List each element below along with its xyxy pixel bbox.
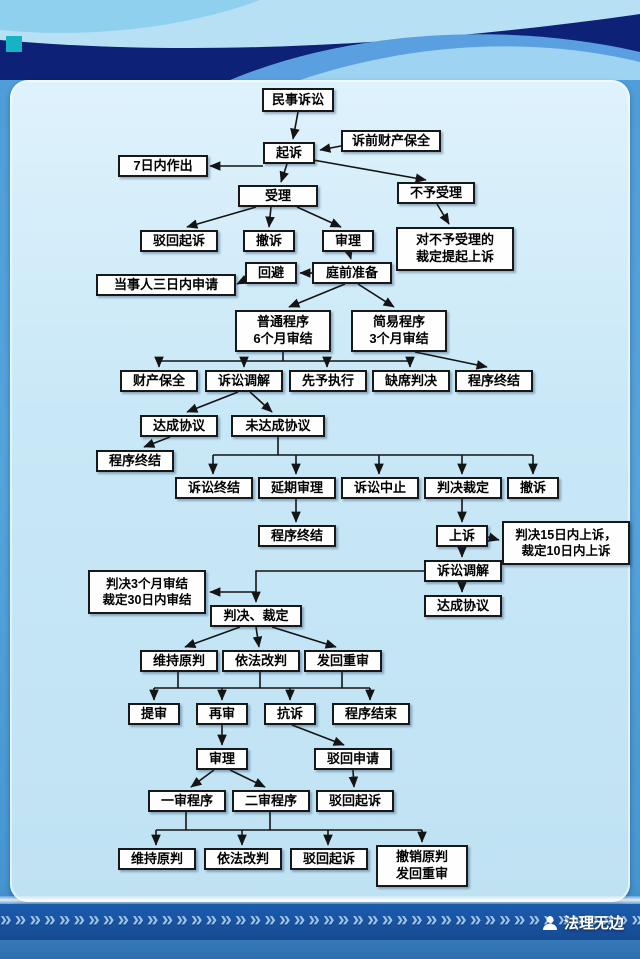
node-agreement-reached-2: 达成协议 (424, 595, 502, 617)
node-party-apply-3-days: 当事人三日内申请 (96, 274, 236, 296)
node-protest: 抗诉 (264, 703, 316, 725)
watermark-text: 法理无边 (563, 915, 624, 932)
node-dismiss-application: 驳回申请 (314, 748, 392, 770)
node-procedure-end-1: 程序终结 (455, 370, 533, 392)
node-uphold-original-1: 维持原判 (140, 650, 218, 672)
node-dismiss-lawsuit-1: 驳回起诉 (140, 230, 218, 252)
node-judgment-ruling-1: 判决裁定 (424, 477, 502, 499)
node-second-instance: 二审程序 (232, 790, 310, 812)
node-judgment-ruling-2: 判决、裁定 (210, 605, 302, 627)
node-ordinary-procedure: 普通程序 6个月审结 (235, 310, 331, 352)
node-no-agreement: 未达成协议 (231, 415, 325, 437)
node-bring-up-trial: 提审 (128, 703, 180, 725)
node-withdraw-lawsuit-1: 撤诉 (243, 230, 295, 252)
node-pre-litigation-preservation: 诉前财产保全 (341, 130, 441, 152)
person-icon (542, 915, 557, 930)
node-dismiss-lawsuit-3: 驳回起诉 (290, 848, 368, 870)
node-procedure-end-3: 程序终结 (258, 525, 336, 547)
node-recusal: 回避 (245, 262, 297, 284)
node-litigation-mediation-1: 诉讼调解 (205, 370, 283, 392)
node-judgment-time-limits: 判决3个月审结 裁定30日内审结 (88, 570, 206, 614)
node-pretrial-preparation: 庭前准备 (312, 262, 392, 284)
node-procedure-finished: 程序结束 (332, 703, 410, 725)
banner-graphic (0, 0, 640, 80)
header-banner (0, 0, 640, 80)
node-appeal-non-acceptance: 对不予受理的 裁定提起上诉 (396, 227, 514, 271)
node-accept-case: 受理 (238, 185, 318, 207)
node-litigation-mediation-2: 诉讼调解 (424, 560, 502, 582)
node-litigation-suspended: 诉讼中止 (341, 477, 419, 499)
node-amend-judgment-1: 依法改判 (222, 650, 300, 672)
node-agreement-reached-1: 达成协议 (140, 415, 218, 437)
node-default-judgment: 缺席判决 (372, 370, 450, 392)
node-trial-1: 审理 (322, 230, 374, 252)
node-remand-retrial: 发回重审 (304, 650, 382, 672)
node-revoke-and-remand: 撤销原判 发回重审 (376, 845, 468, 887)
footer-highlight-strip (0, 896, 640, 904)
node-summary-procedure: 简易程序 3个月审结 (351, 310, 447, 352)
node-first-instance: 一审程序 (148, 790, 226, 812)
footer-banner: »»»»»»»»»»»»»»»»»»»»»»»»»»»»»»»»»»»»»»»»… (0, 904, 640, 940)
node-procedure-end-2: 程序终结 (96, 450, 174, 472)
node-appeal-time-limits: 判决15日内上诉， 裁定10日内上诉 (502, 521, 630, 565)
watermark: 法理无边 (541, 912, 624, 933)
node-non-acceptance: 不予受理 (397, 182, 475, 204)
node-civil-litigation: 民事诉讼 (262, 88, 334, 112)
node-amend-judgment-2: 依法改判 (204, 848, 282, 870)
node-dismiss-lawsuit-2: 驳回起诉 (316, 790, 394, 812)
node-property-preservation: 财产保全 (120, 370, 198, 392)
node-advance-execution: 先予执行 (289, 370, 367, 392)
node-appeal: 上诉 (436, 525, 488, 547)
node-litigation-terminated: 诉讼终结 (175, 477, 253, 499)
node-decide-within-7-days: 7日内作出 (118, 155, 208, 177)
node-trial-2: 审理 (196, 748, 248, 770)
node-withdraw-lawsuit-2: 撤诉 (507, 477, 559, 499)
node-retrial: 再审 (196, 703, 248, 725)
chevron-pattern: »»»»»»»»»»»»»»»»»»»»»»»»»»»»»»»»»»»»»»»»… (0, 908, 640, 931)
node-file-lawsuit: 起诉 (263, 142, 315, 164)
node-postponed-trial: 延期审理 (258, 477, 336, 499)
node-uphold-original-2: 维持原判 (118, 848, 196, 870)
